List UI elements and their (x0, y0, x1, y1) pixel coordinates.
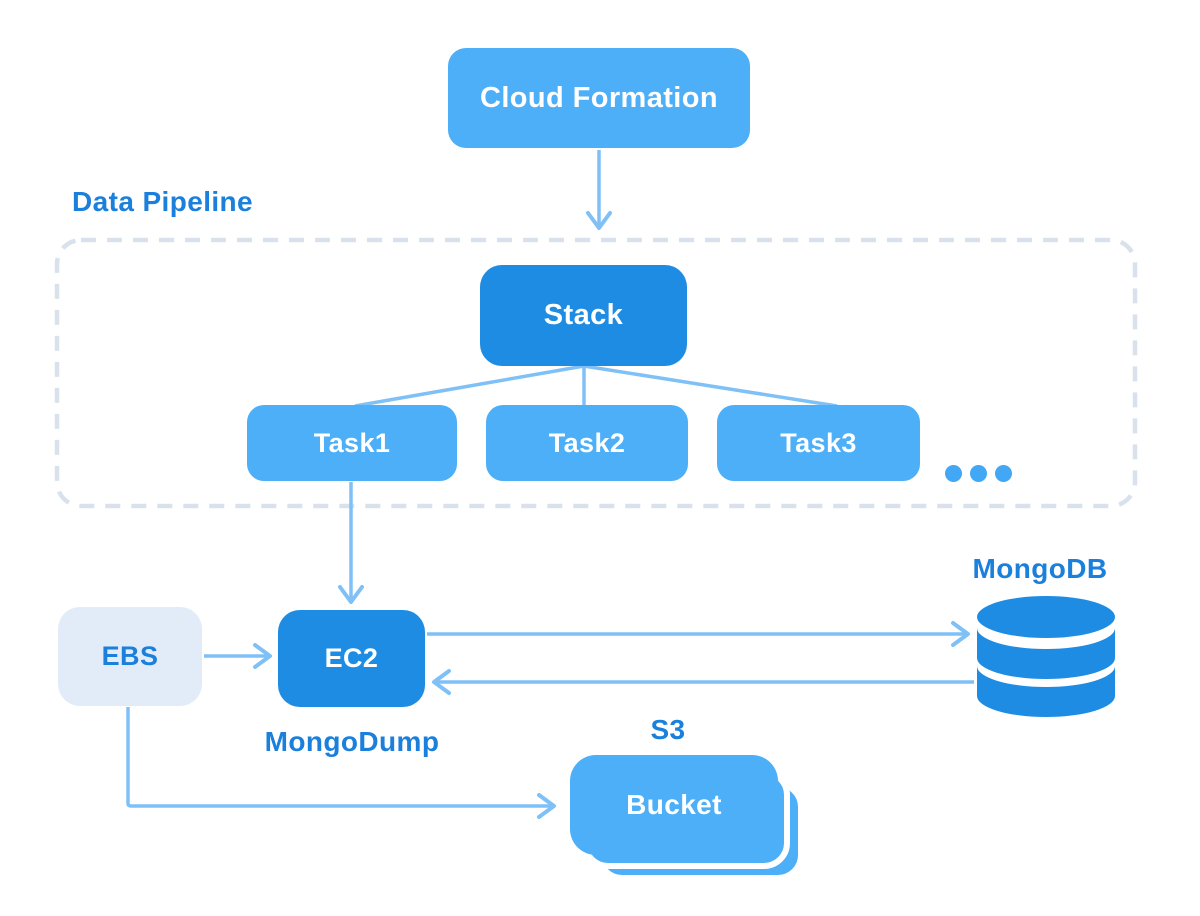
node-cloud-formation-label: Cloud Formation (480, 81, 718, 114)
data-pipeline-title: Data Pipeline (72, 186, 254, 217)
node-stack-label: Stack (543, 299, 624, 331)
ellipsis-dot (995, 465, 1012, 482)
ellipsis-dot (945, 465, 962, 482)
more-tasks-ellipsis-icon (945, 465, 1012, 482)
node-ec2: EC2 (278, 610, 425, 707)
node-task2-label: Task2 (548, 427, 626, 458)
ellipsis-dot (970, 465, 987, 482)
connector-stack-to-task3 (583, 364, 838, 408)
node-task2: Task2 (486, 405, 688, 481)
s3-label: S3 (650, 714, 686, 745)
mongodb-label: MongoDB (972, 553, 1108, 584)
node-task3-label: Task3 (780, 427, 857, 458)
node-stack: Stack (480, 265, 687, 366)
node-bucket: Bucket (570, 755, 778, 855)
data-pipeline-boundary (54, 237, 1138, 509)
node-ebs-label: EBS (101, 641, 159, 671)
node-task1: Task1 (247, 405, 457, 481)
node-ebs: EBS (58, 607, 202, 706)
node-task1-label: Task1 (313, 427, 391, 458)
mongodb-database-icon (977, 596, 1115, 717)
mongodump-label: MongoDump (264, 726, 440, 757)
connector-stack-to-task1 (354, 364, 585, 408)
node-bucket-label: Bucket (626, 789, 722, 820)
node-task3: Task3 (717, 405, 920, 481)
node-cloud-formation: Cloud Formation (448, 48, 750, 148)
connector-ebs-to-bucket (126, 707, 556, 819)
node-ec2-label: EC2 (324, 643, 379, 673)
